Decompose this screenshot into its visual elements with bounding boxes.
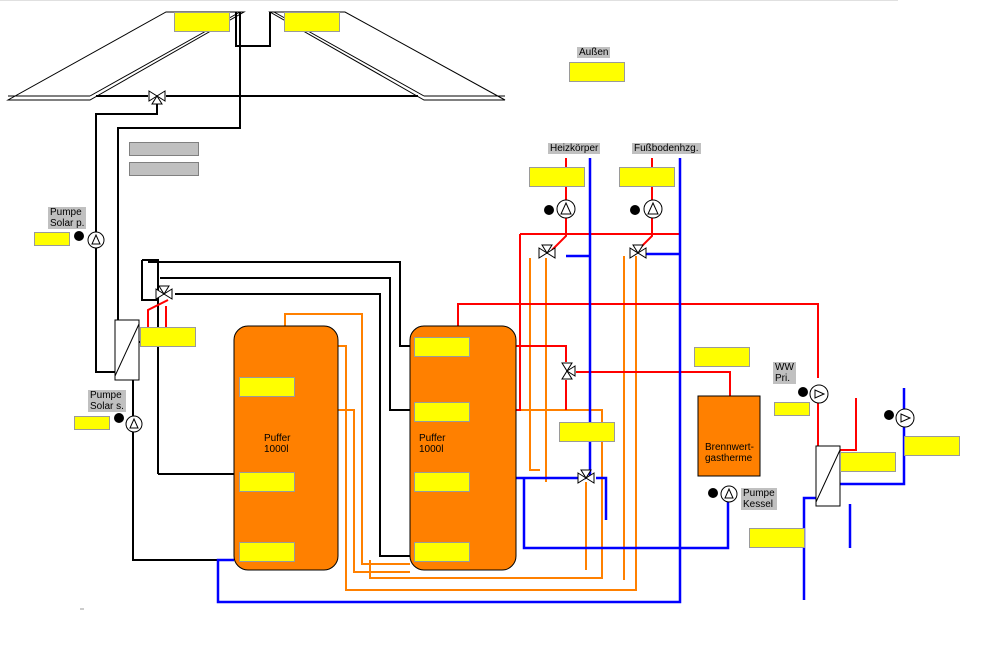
heat-exchanger-ww-icon <box>815 445 841 507</box>
mixing-field <box>559 422 615 442</box>
pumpe-kessel-label: Pumpe Kessel <box>741 488 777 510</box>
heizkoerper-label: Heizkörper <box>548 143 601 154</box>
tank2-upper-field <box>414 402 470 422</box>
tank1-mid-field <box>239 472 295 492</box>
pump-heizkoerper-icon <box>556 199 576 219</box>
tank1-bottom-field <box>239 542 295 562</box>
pumpe-solar-p-label: Pumpe Solar p. <box>48 207 87 229</box>
status-field-1 <box>129 142 199 156</box>
solar-exchanger-field <box>140 327 196 347</box>
heizkoerper-temp-field <box>529 167 585 187</box>
pump-solar-primary-status <box>74 231 84 241</box>
solar-primary-field <box>34 232 70 246</box>
pump-solar-primary-icon <box>87 231 105 249</box>
outside-temp-field <box>569 62 625 82</box>
collector-left-temp-field <box>174 12 230 32</box>
three-way-valve-solar-icon <box>148 90 166 105</box>
pumpe-solar-s-label: Pumpe Solar s. <box>88 390 126 412</box>
aussen-label: Außen <box>577 47 611 58</box>
status-field-2 <box>129 162 199 176</box>
pump-ww-sec-status <box>884 410 894 420</box>
gas-boiler <box>697 395 761 477</box>
pump-ww-pri-icon <box>809 384 829 404</box>
kessel-field <box>749 528 805 548</box>
pump-ww-sec-icon <box>895 408 915 428</box>
three-way-valve-heizkoerper-icon <box>538 244 556 259</box>
collector-right-temp-field <box>284 12 340 32</box>
ww-sec-field <box>904 436 960 456</box>
pump-kessel-icon <box>720 485 738 503</box>
three-way-valve-boiler-icon <box>561 362 576 380</box>
fussboden-temp-field <box>619 167 675 187</box>
buffer-pipes <box>284 256 637 591</box>
pump-fussboden-icon <box>643 199 663 219</box>
pump-solar-secondary-status <box>114 413 124 423</box>
buffer-tank-1-label: Puffer 1000l <box>264 433 291 455</box>
buffer-tank-2 <box>409 325 517 571</box>
pump-heizkoerper-status <box>544 205 554 215</box>
buffer-tank-2-label: Puffer 1000l <box>419 433 446 455</box>
pump-solar-secondary-icon <box>125 415 143 433</box>
ww-pri-field <box>774 402 810 416</box>
pump-fussboden-status <box>630 205 640 215</box>
tank2-top-field <box>414 337 470 357</box>
pump-kessel-status <box>708 488 718 498</box>
boiler-field <box>694 347 750 367</box>
solar-pipes <box>95 12 418 561</box>
heat-exchanger-solar-icon <box>114 319 140 381</box>
solar-secondary-field <box>74 416 110 430</box>
tank1-top-field <box>239 377 295 397</box>
gas-boiler-label: Brennwert- gastherme <box>705 442 754 464</box>
three-way-valve-return-icon <box>577 469 595 484</box>
ww-pri-label: WW Pri. <box>773 362 796 384</box>
tank2-bottom-field <box>414 542 470 562</box>
tank2-mid-field <box>414 472 470 492</box>
fussboden-label: Fußbodenhzg. <box>632 143 701 154</box>
three-way-valve-fussboden-icon <box>629 244 647 259</box>
ww-exchanger-field <box>840 452 896 472</box>
three-way-valve-buffer-icon <box>155 285 173 300</box>
pump-ww-pri-status <box>798 387 808 397</box>
